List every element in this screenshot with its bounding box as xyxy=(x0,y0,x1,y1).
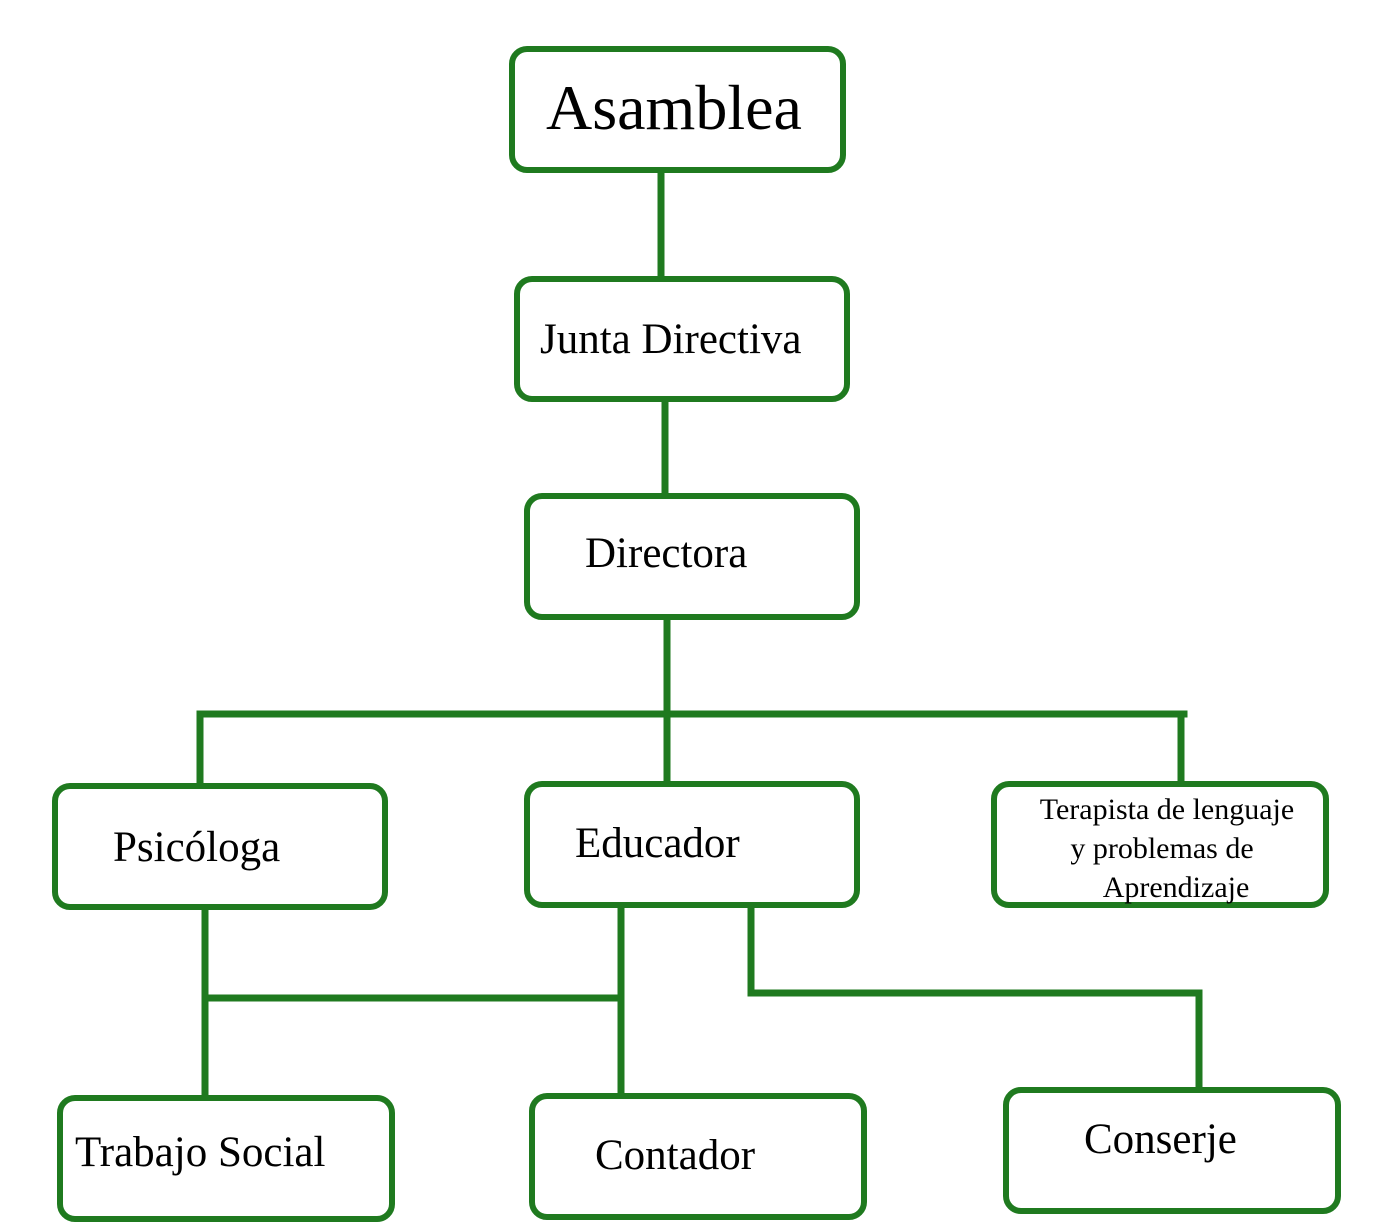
terapista-line-2: y problemas de xyxy=(1070,832,1254,865)
psicologa-label: Psicóloga xyxy=(113,824,281,871)
trabajo-social-box xyxy=(57,1095,395,1222)
terapista-line-3: Aprendizaje xyxy=(1102,871,1250,904)
directora-box xyxy=(524,493,860,620)
asamblea-label: Asamblea xyxy=(546,72,802,143)
directora-label: Directora xyxy=(585,530,748,577)
junta-directiva-box xyxy=(514,276,850,402)
terapista-box xyxy=(991,781,1329,908)
conserje-label: Conserje xyxy=(1084,1116,1237,1163)
educador-label: Educador xyxy=(575,820,740,867)
trabajo-social-label: Trabajo Social xyxy=(75,1129,326,1176)
contador-box xyxy=(529,1093,867,1220)
asamblea-box xyxy=(509,46,846,173)
conserje-box xyxy=(1003,1087,1341,1214)
psicologa-box xyxy=(52,783,388,910)
junta-directiva-label: Junta Directiva xyxy=(540,316,802,363)
contador-label: Contador xyxy=(595,1132,756,1179)
terapista-label: Terapista de lenguaje y problemas de Apr… xyxy=(1002,790,1332,907)
educador-box xyxy=(524,781,860,908)
terapista-line-1: Terapista de lenguaje xyxy=(1039,793,1295,826)
